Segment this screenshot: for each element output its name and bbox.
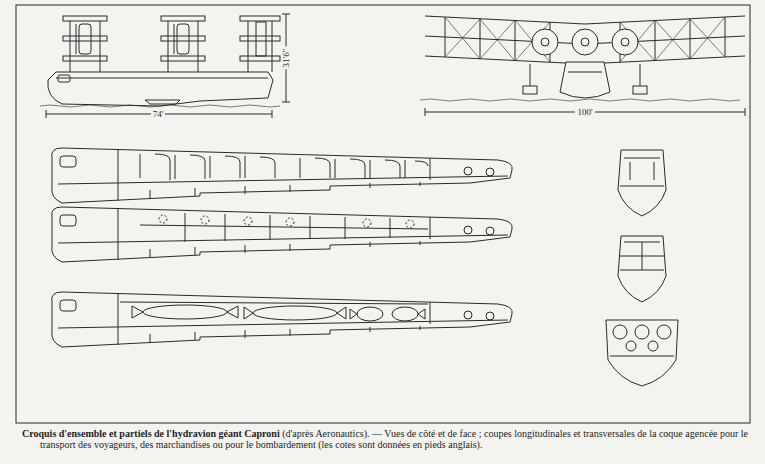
dimension-label: 100' (575, 107, 594, 117)
hull-section-cargo (52, 207, 513, 262)
hull-section-bombs (52, 292, 513, 347)
dimension-label: 74' (151, 109, 166, 119)
front-view (420, 16, 745, 116)
caption: Croquis d'ensemble et partiels de l'hydr… (22, 428, 762, 450)
figure-title: Croquis d'ensemble et partiels de l'hydr… (22, 428, 280, 439)
dimension-label: 31'6" (281, 47, 291, 70)
hull-section-passengers (52, 148, 513, 203)
frame (16, 5, 750, 423)
side-view (40, 14, 290, 118)
cross-sections (606, 150, 678, 386)
